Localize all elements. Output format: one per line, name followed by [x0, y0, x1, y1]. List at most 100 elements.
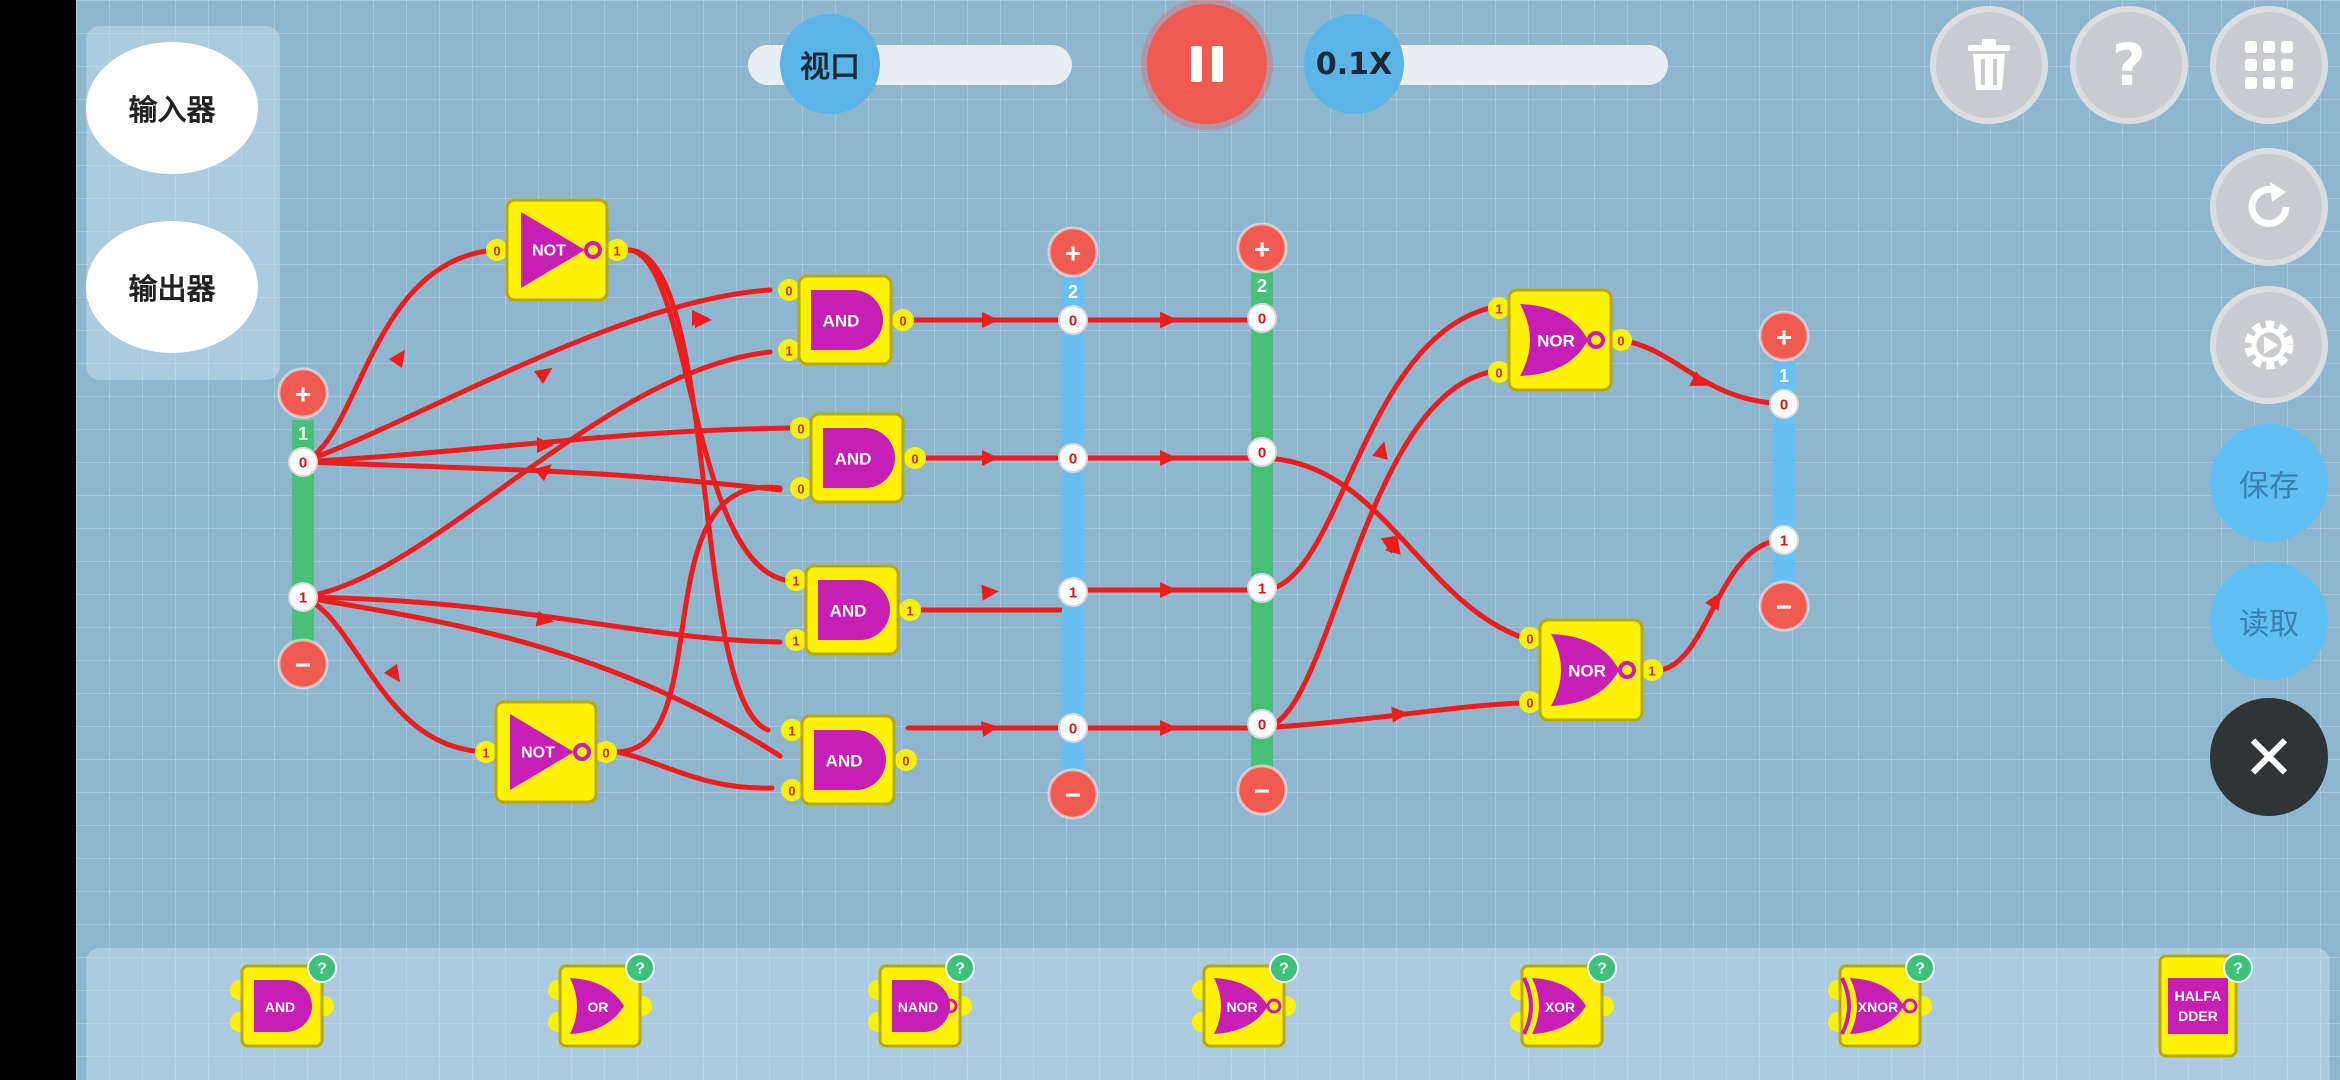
viewport-slider-knob[interactable]: 视口 [780, 14, 880, 114]
wire[interactable] [300, 594, 783, 759]
wire-layer [300, 247, 1787, 791]
input-bus-add-button[interactable] [277, 367, 329, 419]
palette-help-nand[interactable] [945, 953, 975, 983]
wire[interactable] [300, 287, 773, 465]
and-gate-2-input-a[interactable] [785, 569, 807, 591]
menu-button[interactable] [2210, 6, 2328, 124]
palette-item-nor[interactable]: NOR? [1192, 953, 1299, 1048]
not-gate-1-output-value: 0 [602, 746, 609, 761]
wire[interactable] [300, 425, 793, 465]
bus-a-bit-0[interactable] [1058, 305, 1088, 335]
wire[interactable] [614, 484, 783, 755]
bus-a-add-button[interactable] [1047, 226, 1099, 278]
bus-b-bit-3[interactable] [1247, 709, 1277, 739]
palette-help-halfadder[interactable] [2223, 953, 2253, 983]
not-gate-0-input[interactable] [486, 239, 508, 261]
output-bus-add-button[interactable] [1758, 310, 1810, 362]
palette-help-xnor[interactable] [1905, 953, 1935, 983]
load-button[interactable]: 读取 [2210, 562, 2328, 680]
wire[interactable] [1259, 700, 1524, 731]
palette-help-nor[interactable] [1269, 953, 1299, 983]
delete-button[interactable] [1930, 6, 2048, 124]
bus-a-bit-3[interactable] [1058, 713, 1088, 743]
speed-slider-knob[interactable]: 0.1X [1304, 14, 1404, 114]
bus-b-bit-3-value: 0 [1258, 717, 1266, 734]
nor-gate-0-output[interactable] [1610, 329, 1632, 351]
and-gate-3-input-a[interactable] [781, 719, 803, 741]
bus-b-bit-1[interactable] [1247, 437, 1277, 467]
palette-item-nand[interactable]: NAND? [868, 953, 975, 1048]
bus-a-bit-1[interactable] [1058, 443, 1088, 473]
palette-label-halfadder-2: DDER [2178, 1008, 2218, 1024]
palette-help-xor[interactable] [1587, 953, 1617, 983]
and-gate-0-input-b[interactable] [778, 339, 800, 361]
wire-arrow [981, 584, 999, 601]
wire[interactable] [300, 459, 783, 493]
input-component-button[interactable]: 输入器 [86, 42, 258, 174]
pause-button[interactable] [1147, 4, 1267, 124]
wire[interactable] [625, 247, 771, 733]
wire[interactable] [625, 247, 788, 583]
wire-arrow [383, 663, 401, 683]
wire[interactable] [1259, 455, 1524, 640]
output-bus-bit-1[interactable] [1769, 525, 1799, 555]
and-gate-2-input-b[interactable] [785, 629, 807, 651]
and-gate-0-output[interactable] [892, 309, 914, 331]
palette-item-xor[interactable]: XOR? [1510, 953, 1617, 1048]
output-bus-remove-button[interactable] [1758, 580, 1810, 632]
nor-gate-1-input-b[interactable] [1519, 691, 1541, 713]
and-gate-1-input-a[interactable] [790, 417, 812, 439]
and-symbol [814, 730, 886, 790]
and-gate-3-input-b[interactable] [781, 779, 803, 801]
bus-b[interactable] [1251, 272, 1273, 776]
not-gate-1-input[interactable] [475, 741, 497, 763]
input-bus-bit-0[interactable] [288, 447, 318, 477]
wire[interactable] [1259, 369, 1493, 731]
input-bus-remove-button[interactable] [277, 638, 329, 690]
nor-gate-0-input-b[interactable] [1488, 361, 1510, 383]
and-gate-2-output[interactable] [899, 599, 921, 621]
input-bus-bit-1[interactable] [288, 582, 318, 612]
not-gate-0-output[interactable] [606, 239, 628, 261]
palette-item-xnor[interactable]: XNOR? [1828, 953, 1935, 1048]
wire[interactable] [300, 594, 491, 755]
nor-gate-1-output[interactable] [1641, 659, 1663, 681]
nor-bubble [1587, 331, 1605, 349]
wire[interactable] [614, 749, 775, 791]
and-gate-1-output[interactable] [904, 447, 926, 469]
bus-b-bit-0[interactable] [1247, 303, 1277, 333]
bus-b-remove-button[interactable] [1236, 764, 1288, 816]
save-button[interactable]: 保存 [2210, 424, 2328, 542]
not-gate-1-output[interactable] [595, 741, 617, 763]
output-component-button[interactable]: 输出器 [86, 221, 258, 353]
output-bus-bit-0[interactable] [1769, 389, 1799, 419]
and-gate-0-input-a[interactable] [778, 279, 800, 301]
and-gate-1-input-b[interactable] [790, 477, 812, 499]
palette-help-and[interactable] [307, 953, 337, 983]
settings-button[interactable] [2210, 286, 2328, 404]
close-button[interactable]: ✕ [2210, 698, 2328, 816]
and-gate-3-input-a-value: 1 [788, 724, 795, 739]
bus-a-remove-button[interactable] [1047, 768, 1099, 820]
palette-item-and[interactable]: AND? [230, 953, 337, 1048]
bus-b-bit-2[interactable] [1247, 573, 1277, 603]
circuit-canvas[interactable] [76, 0, 2340, 1080]
help-button[interactable]: ? [2070, 6, 2188, 124]
and-gate-3-output[interactable] [895, 749, 917, 771]
palette-item-or[interactable]: OR? [548, 953, 655, 1048]
nor-gate-0-input-a[interactable] [1488, 297, 1510, 319]
redo-button[interactable] [2210, 148, 2328, 266]
wire[interactable] [1618, 337, 1787, 407]
wire[interactable] [1259, 305, 1493, 593]
and-gate-3-input-b-value: 0 [788, 784, 795, 799]
wire[interactable] [300, 349, 773, 600]
bus-a[interactable] [1062, 278, 1084, 780]
bus-b-add-button[interactable] [1236, 222, 1288, 274]
palette-help-or[interactable] [625, 953, 655, 983]
bus-a-bit-2[interactable] [1058, 577, 1088, 607]
wire[interactable] [300, 247, 498, 465]
nor-gate-1-input-a[interactable] [1519, 627, 1541, 649]
